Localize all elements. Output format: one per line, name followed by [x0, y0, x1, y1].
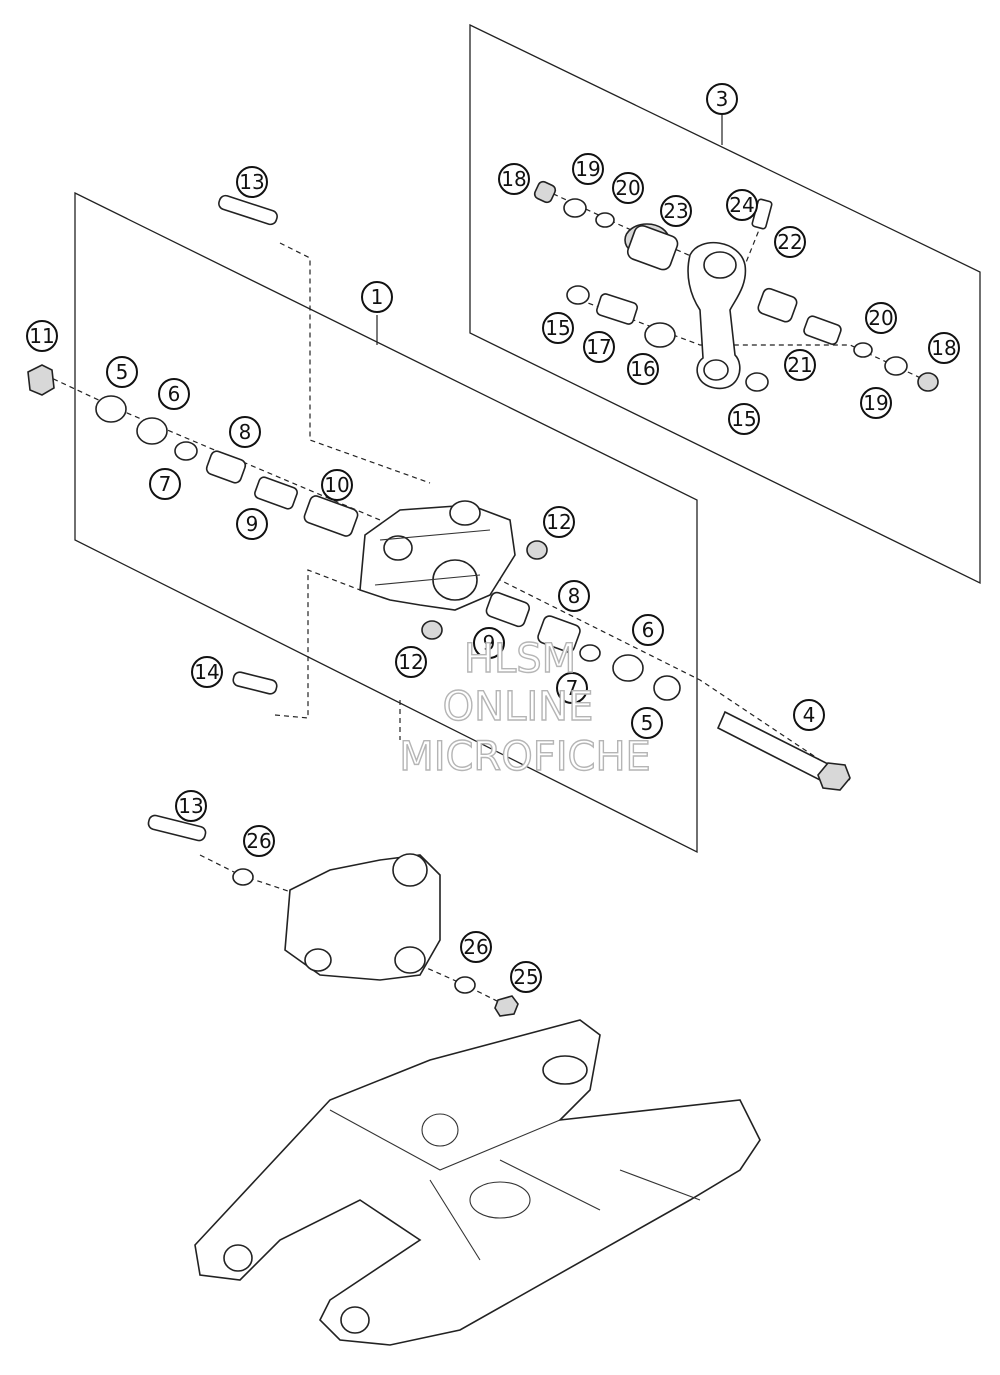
svg-text:7: 7	[159, 472, 172, 496]
svg-text:4: 4	[803, 703, 816, 727]
assembled-linkage	[147, 814, 519, 1017]
callout-17: 17	[583, 331, 615, 363]
watermark-line-2: ONLINE	[443, 684, 594, 730]
svg-text:17: 17	[586, 335, 611, 359]
svg-text:23: 23	[663, 199, 688, 223]
svg-text:8: 8	[568, 584, 581, 608]
assembly-axis-line	[274, 569, 361, 719]
callout-18: 18	[928, 332, 960, 364]
callout-18: 18	[498, 163, 530, 195]
assembly-axis-line	[279, 242, 431, 484]
svg-text:12: 12	[398, 650, 423, 674]
callout-4: 4	[793, 699, 825, 731]
svg-text:1: 1	[371, 285, 384, 309]
callout-12: 12	[543, 506, 575, 538]
svg-text:10: 10	[324, 473, 349, 497]
svg-text:26: 26	[246, 829, 271, 853]
callout-9: 9	[236, 508, 268, 540]
callout-5: 5	[106, 356, 138, 388]
callout-19: 19	[572, 153, 604, 185]
svg-text:14: 14	[194, 660, 219, 684]
callout-15: 15	[542, 312, 574, 344]
svg-text:22: 22	[777, 230, 802, 254]
watermark: HLSM ONLINE MICROFICHE	[398, 635, 651, 780]
callout-14: 14	[191, 656, 223, 688]
panel-1-parts	[27, 194, 851, 791]
callout-13: 13	[236, 166, 268, 198]
svg-text:5: 5	[641, 711, 654, 735]
callout-23: 23	[660, 195, 692, 227]
callout-10: 10	[321, 469, 353, 501]
svg-text:5: 5	[116, 360, 129, 384]
callout-21: 21	[784, 349, 816, 381]
callout-8: 8	[558, 580, 590, 612]
callout-12: 12	[395, 646, 427, 678]
svg-text:19: 19	[863, 391, 888, 415]
callout-7: 7	[149, 468, 181, 500]
svg-text:15: 15	[731, 407, 756, 431]
svg-text:9: 9	[246, 512, 259, 536]
callout-6: 6	[158, 378, 190, 410]
svg-text:20: 20	[615, 176, 640, 200]
svg-text:19: 19	[575, 157, 600, 181]
svg-text:20: 20	[868, 306, 893, 330]
callout-13: 13	[175, 790, 207, 822]
callout-26: 26	[243, 825, 275, 857]
swingarm	[194, 1019, 761, 1346]
callout-15: 15	[728, 403, 760, 435]
svg-text:25: 25	[513, 965, 538, 989]
callout-3: 3	[706, 83, 738, 115]
svg-text:9: 9	[483, 631, 496, 655]
svg-text:3: 3	[716, 87, 729, 111]
svg-text:21: 21	[787, 353, 812, 377]
svg-text:6: 6	[642, 618, 655, 642]
svg-text:24: 24	[729, 193, 754, 217]
callout-16: 16	[627, 353, 659, 385]
kit-panel-1	[74, 191, 698, 854]
watermark-line-3: MICROFICHE	[399, 734, 651, 780]
callout-9: 9	[473, 627, 505, 659]
svg-text:26: 26	[463, 935, 488, 959]
svg-text:18: 18	[501, 167, 526, 191]
callout-25: 25	[510, 961, 542, 993]
callout-1: 1	[361, 281, 393, 313]
svg-text:15: 15	[545, 316, 570, 340]
svg-text:13: 13	[239, 170, 264, 194]
callout-7: 7	[556, 672, 588, 704]
callout-8: 8	[229, 416, 261, 448]
callout-11: 11	[26, 320, 58, 352]
svg-text:8: 8	[239, 420, 252, 444]
svg-text:12: 12	[546, 510, 571, 534]
callout-20: 20	[612, 172, 644, 204]
callout-19: 19	[860, 387, 892, 419]
callout-5: 5	[631, 707, 663, 739]
svg-text:16: 16	[630, 357, 655, 381]
svg-text:7: 7	[566, 676, 579, 700]
callout-6: 6	[632, 614, 664, 646]
callout-24: 24	[726, 189, 758, 221]
callout-20: 20	[865, 302, 897, 334]
kit-panel-3	[469, 23, 981, 585]
callout-26: 26	[460, 931, 492, 963]
svg-text:13: 13	[178, 794, 203, 818]
watermark-line-1: HLSM	[464, 636, 576, 682]
svg-text:6: 6	[168, 382, 181, 406]
svg-text:18: 18	[931, 336, 956, 360]
svg-text:11: 11	[29, 324, 54, 348]
callout-22: 22	[774, 226, 806, 258]
